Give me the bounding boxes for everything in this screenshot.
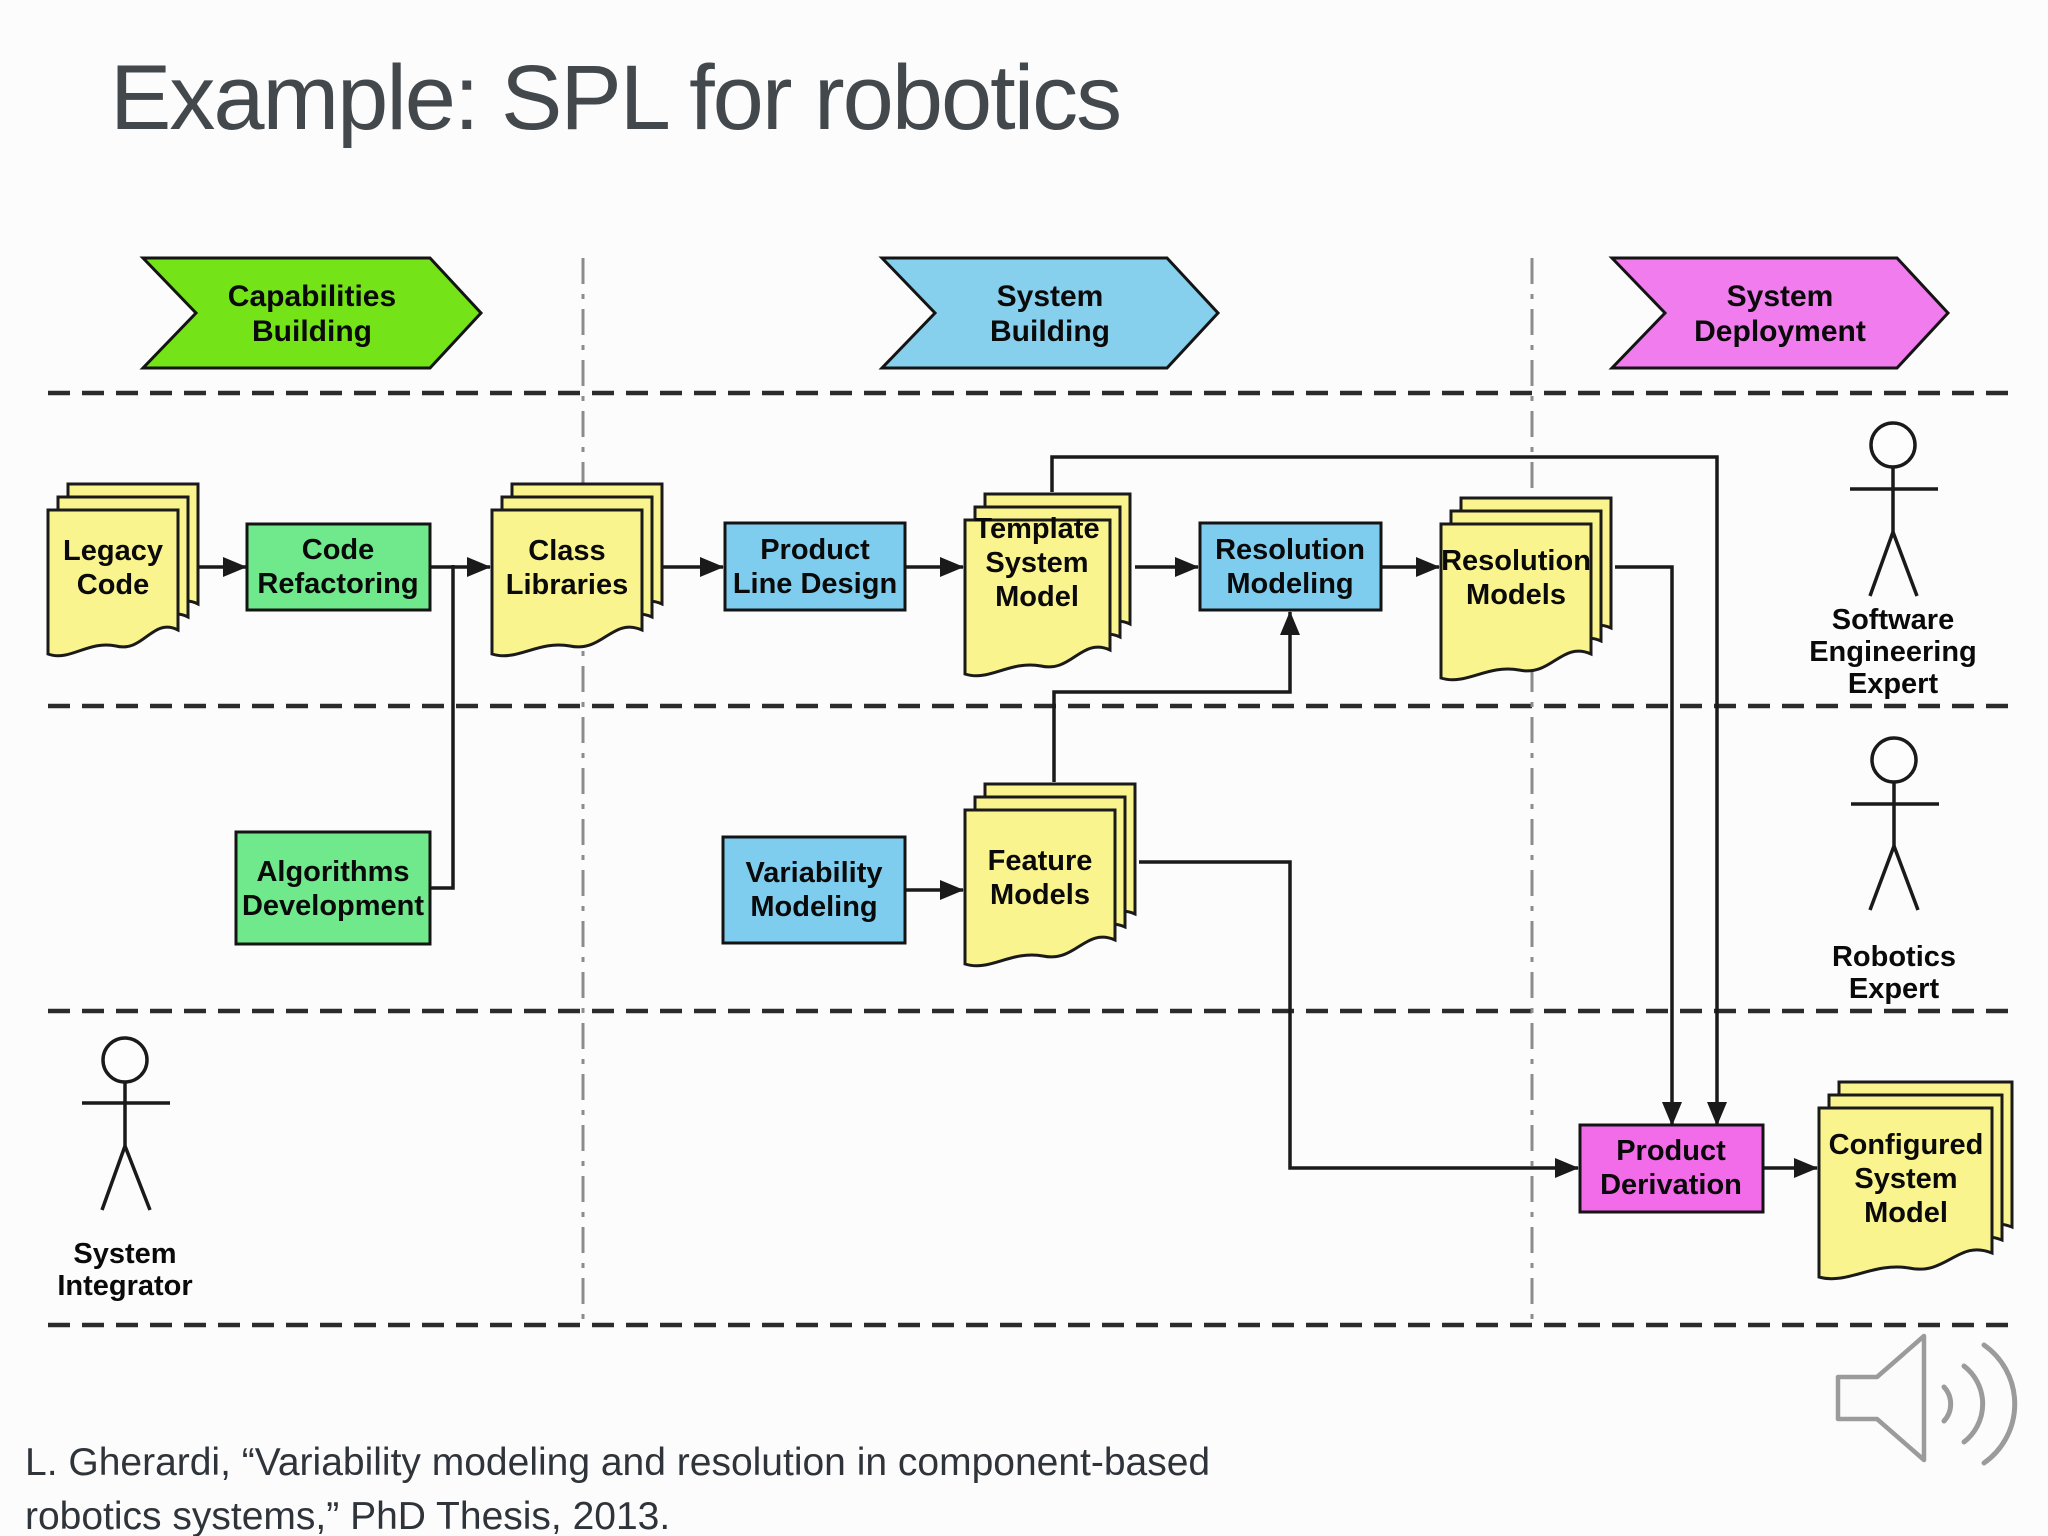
process-resolution-modeling bbox=[1198, 521, 1383, 612]
phase-banner-capabilities-building bbox=[139, 256, 484, 370]
label-software-engineering-expert: Software Engineering Expert bbox=[1809, 604, 1977, 700]
arrow-template-to-product-derivation bbox=[1050, 455, 1727, 1126]
actor-system-integrator bbox=[82, 1036, 170, 1211]
document-resolution-models bbox=[1439, 496, 1613, 682]
citation-line-1: L. Gherardi, “Variability modeling and r… bbox=[25, 1441, 1211, 1484]
document-class-libraries bbox=[490, 482, 664, 658]
phase-label-capabilities-building: Capabilities Building bbox=[227, 280, 397, 348]
connectors bbox=[190, 455, 1818, 1178]
sound-wave-large bbox=[1981, 1342, 2018, 1466]
sound-wave-small bbox=[1941, 1384, 1954, 1424]
label-algorithms-development: Algorithms Development bbox=[241, 856, 425, 922]
actor-robotics-expert bbox=[1851, 736, 1939, 911]
label-variability-modeling: Variability Modeling bbox=[745, 857, 883, 923]
doc-page bbox=[963, 518, 1112, 678]
doc-page bbox=[963, 808, 1117, 968]
label-code-refactoring: Code Refactoring bbox=[257, 534, 419, 600]
line-algorithms-to-class-libraries-junction bbox=[430, 565, 455, 890]
phase-banner-system-deployment bbox=[1608, 256, 1951, 370]
label-product-derivation: Product Derivation bbox=[1600, 1135, 1742, 1201]
label-resolution-modeling: Resolution Modeling bbox=[1215, 534, 1365, 600]
document-stacks bbox=[46, 482, 2014, 1281]
label-system-integrator: System Integrator bbox=[57, 1238, 193, 1302]
document-feature-models bbox=[963, 782, 1137, 968]
label-template-system-model: Template System Model bbox=[974, 513, 1100, 613]
arrow-feature-models-to-resolution-modeling bbox=[1052, 611, 1300, 782]
process-code-refactoring bbox=[245, 522, 432, 612]
document-configured-system-model bbox=[1817, 1080, 2014, 1281]
swimlane-dividers bbox=[48, 390, 2014, 1328]
label-configured-system-model: Configured System Model bbox=[1828, 1129, 1984, 1229]
process-algorithms-development bbox=[234, 830, 432, 946]
label-class-libraries: Class Libraries bbox=[505, 535, 629, 601]
doc-page bbox=[1817, 1106, 1994, 1281]
process-product-derivation bbox=[1578, 1123, 1765, 1214]
phase-banner-system-building bbox=[878, 256, 1221, 370]
phase-dividers bbox=[581, 258, 1534, 1325]
process-boxes bbox=[234, 521, 1765, 1214]
arrow-feature-models-to-product-derivation bbox=[1139, 860, 1579, 1178]
document-template-system-model bbox=[963, 492, 1132, 678]
process-variability-modeling bbox=[721, 835, 907, 945]
citation-line-2: robotics systems,” PhD Thesis, 2013. bbox=[25, 1495, 671, 1536]
page-title: Example: SPL for robotics bbox=[110, 47, 1122, 149]
actor-figures bbox=[82, 421, 1939, 1211]
doc-page bbox=[1439, 522, 1593, 682]
sound-wave-medium bbox=[1961, 1363, 1986, 1445]
doc-page bbox=[46, 508, 180, 658]
actor-software-engineering-expert bbox=[1850, 421, 1938, 597]
doc-page bbox=[490, 508, 644, 658]
label-product-line-design: Product Line Design bbox=[732, 534, 898, 600]
speaker-icon[interactable] bbox=[1835, 1333, 2018, 1466]
process-product-line-design bbox=[723, 521, 907, 612]
label-feature-models: Feature Models bbox=[987, 845, 1093, 911]
label-resolution-models: Resolution Models bbox=[1441, 545, 1591, 611]
arrow-resolution-models-to-product-derivation bbox=[1615, 565, 1682, 1126]
citation: L. Gherardi, “Variability modeling and r… bbox=[25, 1436, 1210, 1536]
label-legacy-code: Legacy Code bbox=[63, 535, 163, 601]
document-legacy-code bbox=[46, 482, 200, 658]
phase-label-system-deployment: System Deployment bbox=[1694, 280, 1866, 348]
label-robotics-expert: Robotics Expert bbox=[1831, 941, 1957, 1005]
phase-label-system-building: System Building bbox=[990, 280, 1110, 348]
